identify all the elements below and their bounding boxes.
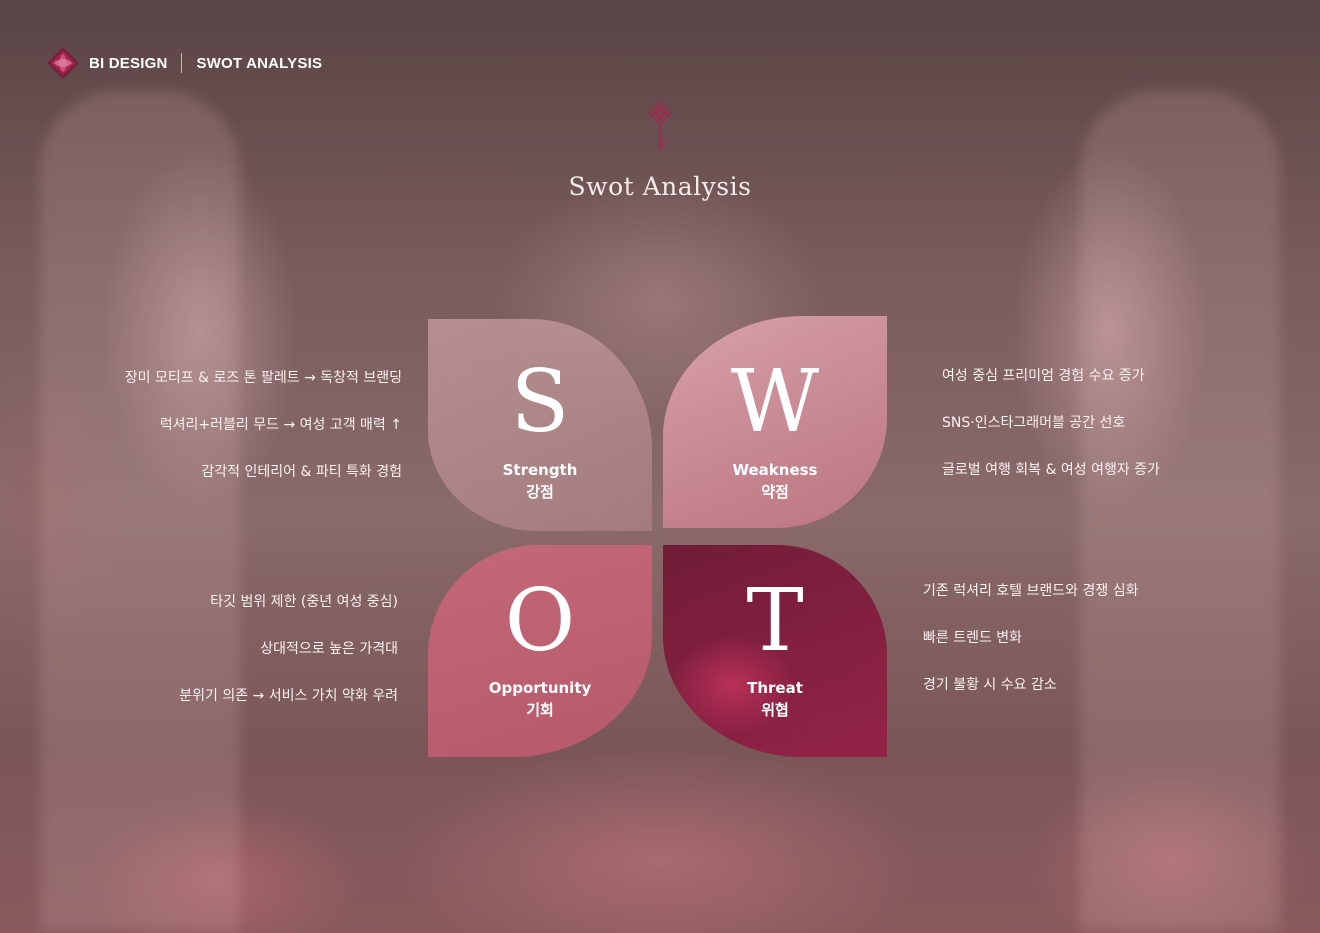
strength-label-ko: 강점 xyxy=(526,483,554,501)
swot-letter-s: S xyxy=(510,352,570,452)
list-item: 글로벌 여행 회복 & 여성 여행자 증가 xyxy=(942,462,1160,478)
brand-label: BI DESIGN xyxy=(89,54,168,72)
list-item: 경기 불황 시 수요 감소 xyxy=(923,677,1057,693)
background-arch-right xyxy=(1080,90,1280,930)
opportunity-label-ko: 기회 xyxy=(526,701,554,719)
list-item: 분위기 의존 → 서비스 가치 약화 우려 xyxy=(179,688,398,704)
header-divider xyxy=(181,53,183,73)
opportunity-label: Opportunity 기회 xyxy=(428,677,652,721)
weakness-label-en: Weakness xyxy=(732,461,818,479)
background-arch-left xyxy=(40,90,240,930)
swot-letter-o: O xyxy=(504,571,576,671)
list-item: 여성 중심 프리미엄 경험 수요 증가 xyxy=(942,368,1145,384)
swot-letter-w: W xyxy=(730,352,820,452)
threat-label-ko: 위협 xyxy=(761,701,789,719)
threat-list: 기존 럭셔리 호텔 브랜드와 경쟁 심화 빠른 트렌드 변화 경기 불황 시 수… xyxy=(923,581,1138,722)
header-bar: BI DESIGN SWOT ANALYSIS xyxy=(46,46,322,80)
threat-label: Threat 위협 xyxy=(663,677,887,721)
rose-key-icon xyxy=(647,100,673,152)
swot-card-strength: S Strength 강점 xyxy=(428,319,652,531)
weakness-label-ko: 약점 xyxy=(761,483,789,501)
list-item: 빠른 트렌드 변화 xyxy=(923,630,1023,646)
opportunity-label-en: Opportunity xyxy=(488,679,592,697)
weakness-list: 여성 중심 프리미엄 경험 수요 증가 SNS·인스타그래머블 공간 선호 글로… xyxy=(942,366,1160,507)
section-label: SWOT ANALYSIS xyxy=(196,54,323,72)
page-title: Swot Analysis xyxy=(568,172,752,201)
strength-label-en: Strength xyxy=(502,461,578,479)
list-item: 기존 럭셔리 호텔 브랜드와 경쟁 심화 xyxy=(923,583,1139,599)
list-item: 장미 모티프 & 로즈 톤 팔레트 → 독창적 브랜딩 xyxy=(124,370,402,386)
strength-label: Strength 강점 xyxy=(428,459,652,503)
opportunity-list: 타깃 범위 제한 (중년 여성 중심) 상대적으로 높은 가격대 분위기 의존 … xyxy=(179,592,398,733)
rose-diamond-logo-icon xyxy=(47,47,79,79)
list-item: 럭셔리+러블리 무드 → 여성 고객 매력 ↑ xyxy=(159,417,402,433)
swot-letter-t: T xyxy=(746,571,804,671)
threat-label-en: Threat xyxy=(747,679,803,697)
list-item: SNS·인스타그래머블 공간 선호 xyxy=(942,415,1126,431)
list-item: 상대적으로 높은 가격대 xyxy=(260,641,398,657)
strength-list: 장미 모티프 & 로즈 톤 팔레트 → 독창적 브랜딩 럭셔리+러블리 무드 →… xyxy=(125,368,402,509)
weakness-label: Weakness 약점 xyxy=(663,459,887,503)
list-item: 감각적 인테리어 & 파티 특화 경험 xyxy=(201,464,402,480)
list-item: 타깃 범위 제한 (중년 여성 중심) xyxy=(210,594,398,610)
